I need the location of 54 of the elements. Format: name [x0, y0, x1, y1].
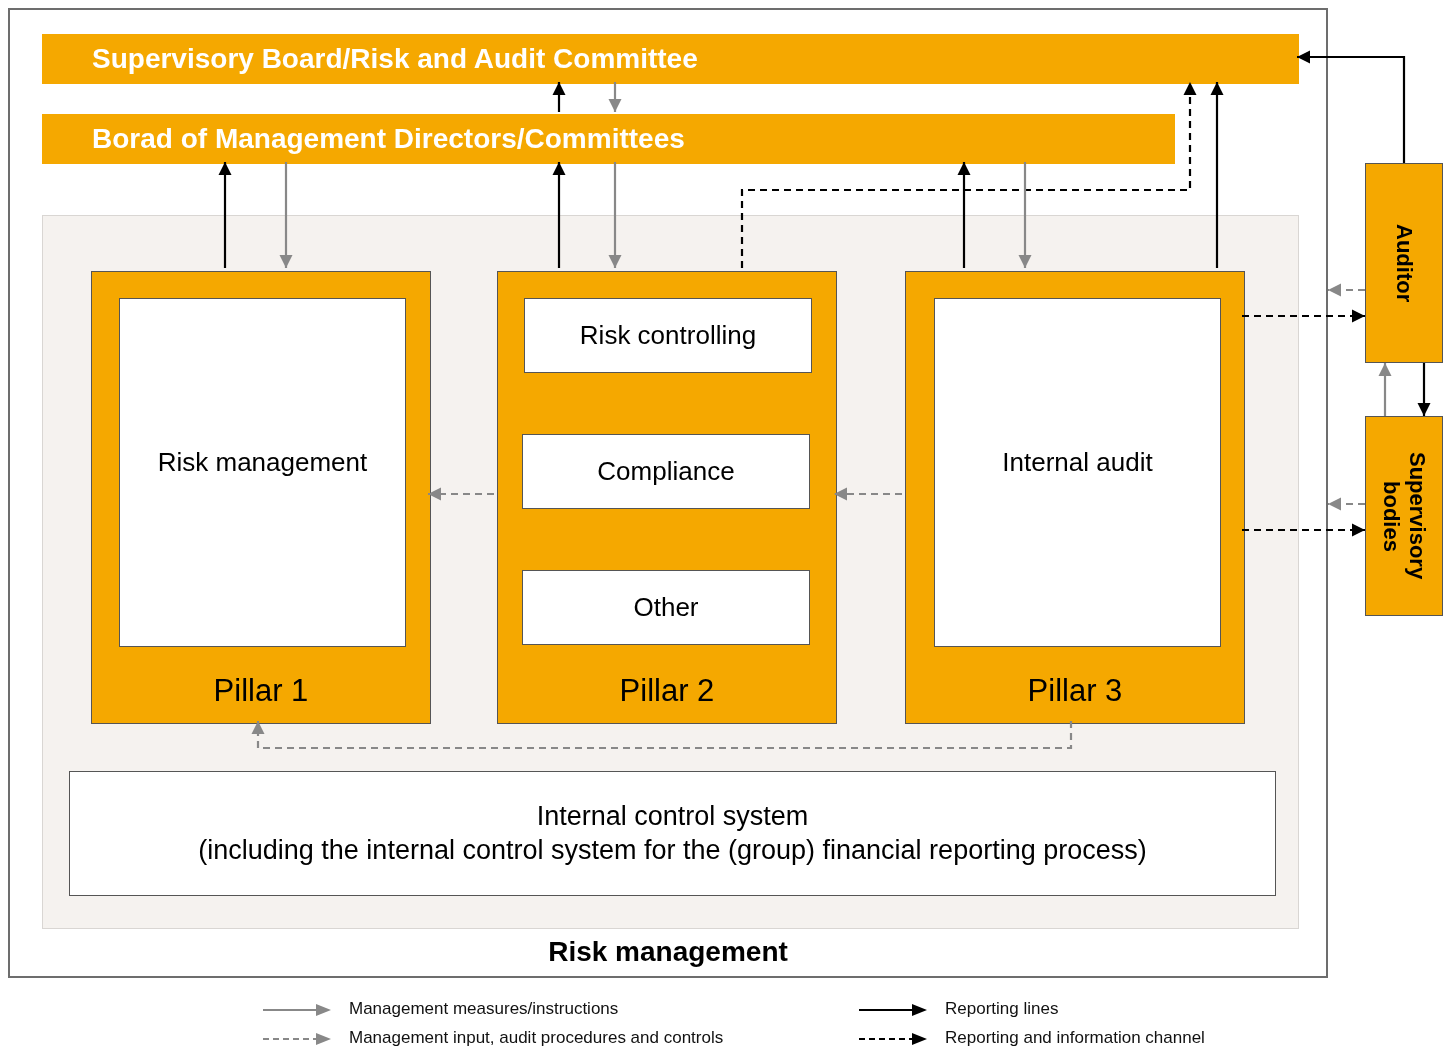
pillar-title: Pillar 3	[1027, 673, 1123, 709]
arrow	[1328, 497, 1365, 511]
committee-bar	[42, 114, 1175, 164]
arrow	[1242, 523, 1365, 537]
function-box	[934, 298, 1221, 647]
area-background	[42, 215, 1299, 929]
arrow	[552, 162, 566, 268]
pillar-title: Pillar 2	[619, 673, 715, 709]
pillar-box	[91, 271, 431, 724]
arrow	[279, 162, 293, 268]
legend-text: Reporting lines	[945, 999, 1059, 1019]
box-label: Other	[633, 592, 699, 623]
function-box	[522, 434, 810, 509]
box-label: Borad of Management Directors/Committees	[92, 123, 685, 155]
side-box	[1365, 163, 1443, 363]
arrow	[1378, 363, 1392, 416]
side-box	[1365, 416, 1443, 616]
box-label: (including the internal control system for the (group) financial reporting process)	[198, 833, 1147, 867]
box-label: Internal control system	[536, 799, 809, 833]
pillar-box	[497, 271, 837, 724]
legend-text: Reporting and information channel	[945, 1028, 1205, 1048]
arrow	[1210, 82, 1224, 268]
function-box	[522, 570, 810, 645]
arrow	[957, 162, 971, 268]
pillar-box	[905, 271, 1245, 724]
function-box	[119, 298, 406, 647]
risk-management-frame	[8, 8, 1328, 978]
box-label: Risk management	[157, 447, 368, 478]
legend-text: Management measures/instructions	[349, 999, 619, 1019]
arrow	[1417, 363, 1431, 416]
arrow	[1018, 162, 1032, 268]
arrow	[608, 162, 622, 268]
box-label: Auditor	[1391, 223, 1417, 303]
arrow	[251, 721, 1073, 750]
arrow	[834, 487, 902, 501]
arrow	[740, 82, 1197, 268]
committee-bar	[42, 34, 1299, 84]
pillar-title: Pillar 1	[213, 673, 309, 709]
box-label: Supervisory bodies	[1378, 451, 1430, 582]
arrow	[1328, 283, 1365, 297]
arrow	[428, 487, 494, 501]
frame-title: Risk management	[548, 936, 788, 968]
arrow	[218, 162, 232, 268]
box-label: Risk controlling	[579, 320, 757, 351]
arrow	[1242, 309, 1365, 323]
arrow	[608, 82, 622, 112]
arrow	[552, 82, 566, 112]
legend-text: Management input, audit procedures and controls	[349, 1028, 724, 1048]
control-system-box	[69, 771, 1276, 896]
box-label: Compliance	[597, 456, 735, 487]
box-label: Supervisory Board/Risk and Audit Committee	[92, 43, 698, 75]
function-box	[524, 298, 812, 373]
arrow	[1297, 50, 1406, 163]
box-label: Internal audit	[1002, 447, 1153, 478]
